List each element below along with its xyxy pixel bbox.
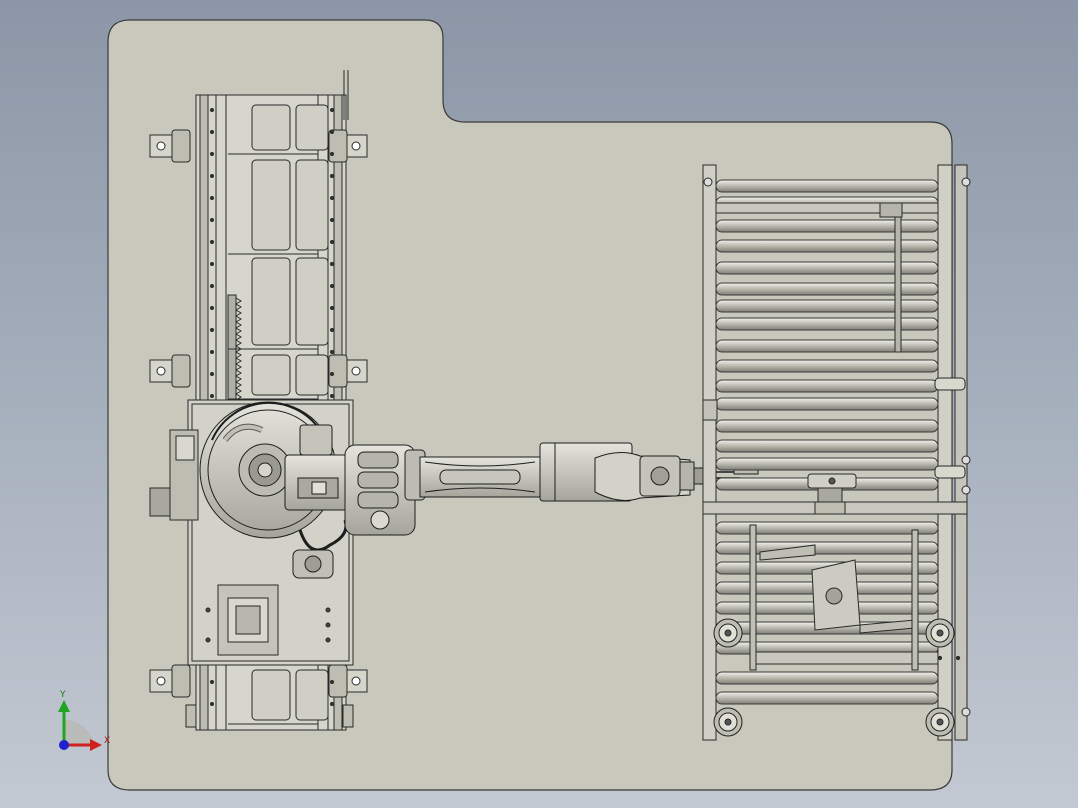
x-axis-label: X <box>104 736 110 746</box>
conveyor-rollers <box>715 179 961 705</box>
caster-wheels <box>713 618 955 737</box>
roller-conveyor <box>702 164 971 741</box>
track-pockets <box>228 104 329 725</box>
x-axis-arrow <box>90 739 102 751</box>
axis-triad: Y X <box>58 690 110 751</box>
robot-arm <box>199 401 759 579</box>
z-axis-dot <box>59 740 69 750</box>
rail-holes <box>210 108 334 706</box>
y-axis-label: Y <box>59 690 66 700</box>
y-axis-arrow <box>58 700 70 712</box>
